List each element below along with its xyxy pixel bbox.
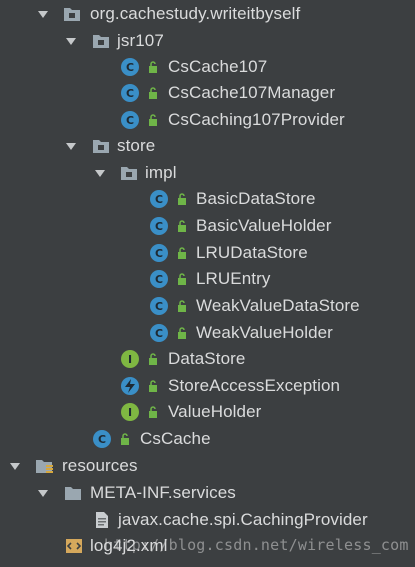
- chevron-down-icon[interactable]: [65, 35, 77, 47]
- tree-node-class-cscache107[interactable]: C CsCache107: [0, 54, 415, 80]
- lock-icon: [147, 86, 159, 100]
- lock-icon: [176, 326, 188, 340]
- tree-node-label: BasicValueHolder: [196, 216, 332, 235]
- tree-node-label: StoreAccessException: [168, 376, 341, 395]
- class-icon: C: [150, 324, 168, 342]
- tree-node-pkg-root[interactable]: org.cachestudy.writeitbyself: [0, 1, 415, 27]
- tree-node-label: org.cachestudy.writeitbyself: [90, 4, 301, 23]
- lock-icon: [176, 246, 188, 260]
- tree-node-interface-valueholder[interactable]: I ValueHolder: [0, 399, 415, 425]
- tree-node-store[interactable]: store: [0, 133, 415, 159]
- lock-icon: [119, 432, 131, 446]
- tree-node-label: DataStore: [168, 349, 246, 368]
- tree-node-file-log4j2[interactable]: log4j2.xml: [0, 533, 415, 559]
- tree-node-label: resources: [62, 456, 138, 475]
- tree-node-label: LRUEntry: [196, 269, 271, 288]
- xml-file-icon: [65, 537, 83, 555]
- tree-node-class-lruentry[interactable]: C LRUEntry: [0, 266, 415, 292]
- tree-node-label: CsCache: [140, 429, 211, 448]
- tree-node-label: CsCache107Manager: [168, 83, 336, 102]
- watermark-text: http://blog.csdn.net/wireless_com: [104, 536, 409, 554]
- package-folder-icon: [63, 5, 81, 23]
- tree-node-file-cachingprovider[interactable]: javax.cache.spi.CachingProvider: [0, 507, 415, 533]
- tree-node-label: META-INF.services: [90, 483, 236, 502]
- lock-icon: [147, 352, 159, 366]
- tree-node-class-weakvalueholder[interactable]: C WeakValueHolder: [0, 320, 415, 346]
- package-folder-icon: [120, 164, 138, 182]
- lock-icon: [147, 379, 159, 393]
- tree-node-label: store: [117, 136, 156, 155]
- lock-icon: [176, 192, 188, 206]
- class-icon: C: [121, 58, 139, 76]
- tree-node-class-weakvaluedatastore[interactable]: C WeakValueDataStore: [0, 293, 415, 319]
- tree-node-meta-inf-services[interactable]: META-INF.services: [0, 480, 415, 506]
- class-icon: C: [121, 84, 139, 102]
- resources-folder-icon: [35, 457, 53, 475]
- tree-node-label: BasicDataStore: [196, 189, 316, 208]
- tree-node-class-basicdatastore[interactable]: C BasicDataStore: [0, 186, 415, 212]
- interface-icon: I: [121, 350, 139, 368]
- tree-node-label: javax.cache.spi.CachingProvider: [118, 510, 368, 529]
- lock-icon: [176, 272, 188, 286]
- lock-icon: [176, 299, 188, 313]
- exception-class-icon: [121, 377, 139, 395]
- tree-node-label: impl: [145, 163, 177, 182]
- chevron-down-icon[interactable]: [65, 140, 77, 152]
- class-icon: C: [150, 244, 168, 262]
- tree-node-interface-datastore[interactable]: I DataStore: [0, 346, 415, 372]
- chevron-down-icon[interactable]: [94, 167, 106, 179]
- tree-node-exception-storeaccessexception[interactable]: StoreAccessException: [0, 373, 415, 399]
- lock-icon: [147, 405, 159, 419]
- chevron-down-icon[interactable]: [37, 487, 49, 499]
- package-folder-icon: [92, 32, 110, 50]
- tree-node-jsr107[interactable]: jsr107: [0, 28, 415, 54]
- class-icon: C: [150, 297, 168, 315]
- tree-node-label: ValueHolder: [168, 402, 262, 421]
- tree-node-label: jsr107: [117, 31, 164, 50]
- tree-node-resources[interactable]: resources: [0, 453, 415, 479]
- class-icon: C: [93, 430, 111, 448]
- class-icon: C: [150, 270, 168, 288]
- lock-icon: [176, 219, 188, 233]
- tree-node-label: LRUDataStore: [196, 243, 308, 262]
- class-icon: C: [121, 111, 139, 129]
- chevron-down-icon[interactable]: [9, 460, 21, 472]
- tree-node-label: WeakValueDataStore: [196, 296, 360, 315]
- text-file-icon: [93, 511, 111, 529]
- tree-node-class-basicvalueholder[interactable]: C BasicValueHolder: [0, 213, 415, 239]
- class-icon: C: [150, 190, 168, 208]
- tree-node-label: WeakValueHolder: [196, 323, 333, 342]
- tree-node-label: CsCache107: [168, 57, 268, 76]
- tree-node-label: log4j2.xml: [90, 536, 168, 555]
- folder-icon: [64, 484, 82, 502]
- package-folder-icon: [92, 137, 110, 155]
- tree-node-class-lrudatastore[interactable]: C LRUDataStore: [0, 240, 415, 266]
- tree-node-class-cscache[interactable]: C CsCache: [0, 426, 415, 452]
- tree-node-class-cscaching107provider[interactable]: C CsCaching107Provider: [0, 107, 415, 133]
- interface-icon: I: [121, 403, 139, 421]
- tree-node-impl[interactable]: impl: [0, 160, 415, 186]
- lock-icon: [147, 113, 159, 127]
- tree-node-label: CsCaching107Provider: [168, 110, 345, 129]
- lock-icon: [147, 60, 159, 74]
- class-icon: C: [150, 217, 168, 235]
- tree-node-class-cscache107manager[interactable]: C CsCache107Manager: [0, 80, 415, 106]
- chevron-down-icon[interactable]: [37, 8, 49, 20]
